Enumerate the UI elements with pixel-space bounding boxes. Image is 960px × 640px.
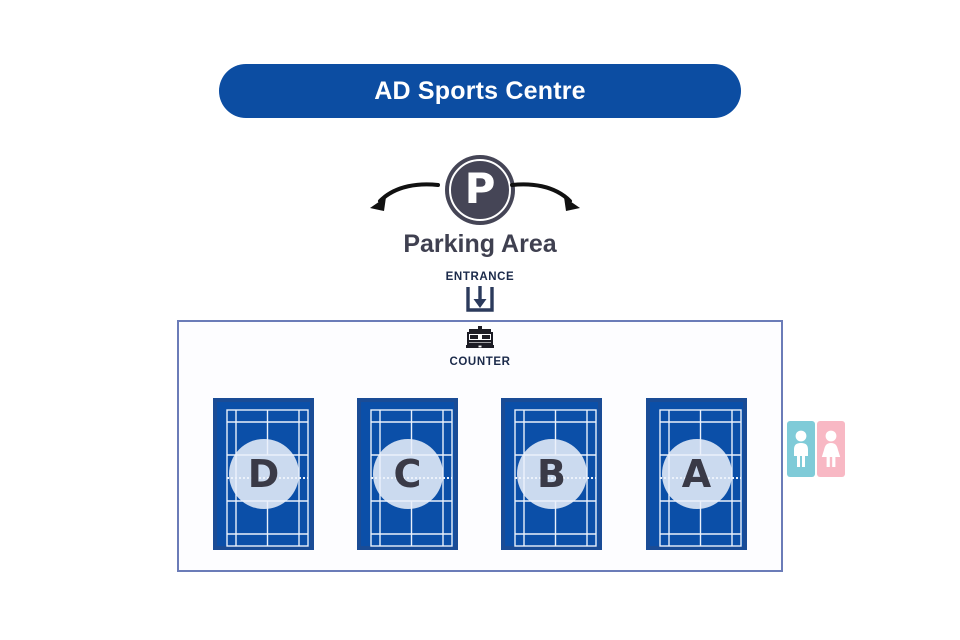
court-a[interactable]: A bbox=[646, 398, 747, 550]
court-letter: C bbox=[393, 452, 422, 496]
male-restroom-icon bbox=[794, 430, 808, 467]
entrance-down-arrow-gate-icon bbox=[466, 286, 494, 312]
court-label-disc: A bbox=[661, 439, 732, 509]
court-letter: D bbox=[247, 452, 280, 496]
court-label-disc: D bbox=[228, 439, 299, 509]
restrooms-group bbox=[787, 421, 845, 477]
court-c[interactable]: C bbox=[357, 398, 458, 550]
counter-desk-icon bbox=[466, 326, 494, 348]
court-d[interactable]: D bbox=[213, 398, 314, 550]
curved-arrow-right-icon bbox=[510, 182, 580, 211]
male-restroom[interactable] bbox=[787, 421, 815, 477]
curved-arrow-left-icon bbox=[370, 182, 440, 211]
court-letter: B bbox=[537, 452, 566, 496]
court-label-disc: B bbox=[516, 439, 587, 509]
court-letter: A bbox=[681, 452, 712, 496]
parking-area-label: Parking Area bbox=[403, 230, 557, 258]
court-label-disc: C bbox=[372, 439, 443, 509]
court-b[interactable]: B bbox=[501, 398, 602, 550]
entrance-group: ENTRANCE bbox=[420, 271, 540, 321]
courts-container: D C bbox=[213, 398, 747, 550]
entrance-label: ENTRANCE bbox=[445, 271, 515, 283]
female-restroom[interactable] bbox=[817, 421, 845, 477]
female-restroom-icon bbox=[821, 430, 841, 467]
parking-area-group: P Parking Area bbox=[350, 155, 610, 265]
page-title-banner: AD Sports Centre bbox=[219, 64, 741, 118]
parking-p-icon: P bbox=[445, 155, 515, 225]
parking-icon-letter: P bbox=[464, 164, 496, 213]
page-title: AD Sports Centre bbox=[374, 76, 586, 105]
court-lines bbox=[514, 409, 597, 547]
counter-label: COUNTER bbox=[449, 356, 511, 368]
counter-group: COUNTER bbox=[435, 326, 525, 368]
